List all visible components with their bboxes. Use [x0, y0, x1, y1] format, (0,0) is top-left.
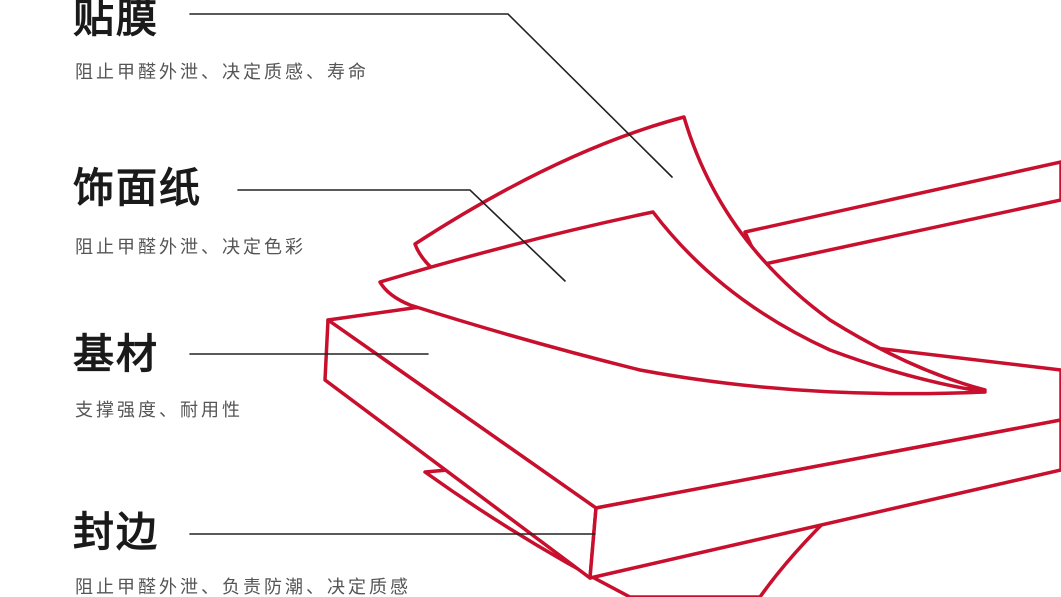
decor-paper-sheet: [378, 210, 987, 396]
layer-desc-edge-band: 阻止甲醛外泄、负责防潮、决定质感: [75, 577, 411, 597]
layer-title-decor-paper: 饰面纸: [73, 164, 202, 212]
layer-title-edge-band: 封边: [73, 508, 159, 556]
layer-desc-film: 阻止甲醛外泄、决定质感、寿命: [75, 62, 369, 83]
layer-title-substrate: 基材: [73, 330, 159, 378]
layer-desc-substrate: 支撑强度、耐用性: [75, 400, 243, 421]
leader-line-decor-paper: [237, 189, 566, 282]
leader-line-film: [189, 13, 673, 178]
layer-title-film: 贴膜: [73, 0, 159, 42]
layer-desc-decor-paper: 阻止甲醛外泄、决定色彩: [75, 237, 306, 258]
board-right-edge: [588, 418, 1061, 580]
film-back-strip: [743, 160, 1061, 267]
